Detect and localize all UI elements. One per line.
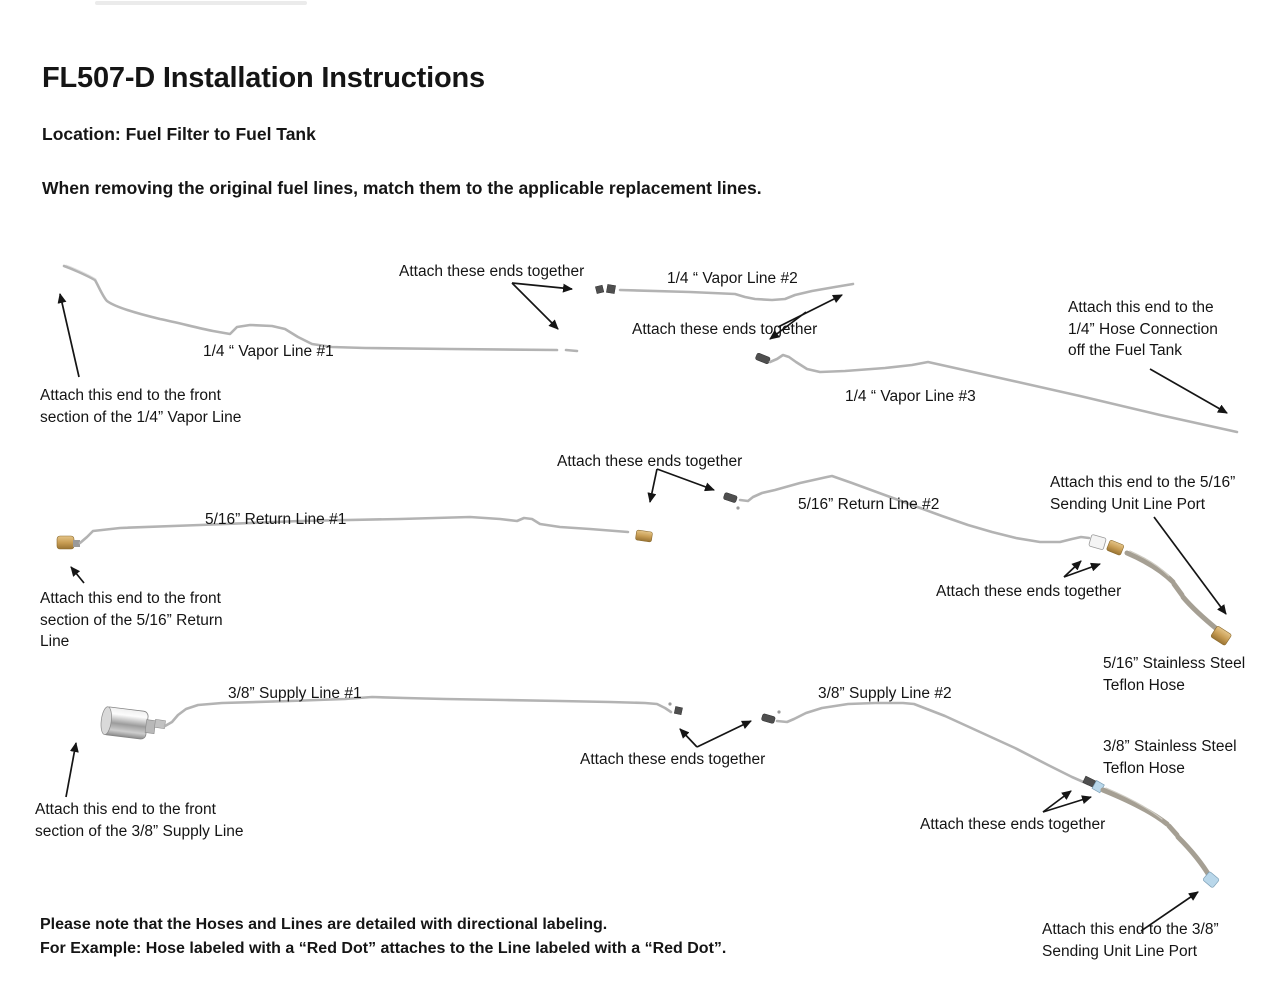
return-line-2-fitting [723, 492, 738, 503]
fitting-dot [668, 702, 672, 706]
hose-516-end-fitting [1210, 626, 1232, 646]
label-sending-unit-516-note: Attach this end to the 5/16” Sending Uni… [1050, 474, 1236, 513]
label-supply-line-2: 3/8” Supply Line #2 [818, 685, 952, 702]
stainless-hose-38 [1100, 787, 1220, 888]
return-line-1-brass-fitting [56, 535, 75, 550]
page-title: FL507-D Installation Instructions [42, 62, 485, 94]
hose-38-end-fitting [1203, 871, 1220, 888]
hose-516-nut [1088, 534, 1107, 550]
label-return-line-2: 5/16” Return Line #2 [798, 496, 940, 513]
hose-516-band [1171, 581, 1185, 598]
scanned-header-artifact [95, 1, 307, 5]
return-line-2 [723, 474, 1124, 556]
vapor-line-3 [755, 352, 1239, 434]
label-supply-front-note: Attach this end to the front section of … [35, 801, 244, 840]
label-attach-return-mid: Attach these ends together [557, 453, 743, 470]
footer-note: Please note that the Hoses and Lines are… [40, 913, 726, 960]
instruction-line: When removing the original fuel lines, m… [42, 178, 762, 198]
return-line-1-fitting-tip [73, 540, 80, 547]
label-vapor-line-3: 1/4 “ Vapor Line #3 [845, 388, 976, 405]
footer-note-line1: Please note that the Hoses and Lines are… [40, 916, 608, 933]
supply-line-2 [761, 701, 1105, 794]
return-line-1 [56, 515, 653, 550]
label-attach-supply-right: Attach these ends together [920, 816, 1106, 833]
fitting-dot [777, 710, 781, 714]
label-hose-38: 3/8” Stainless Steel Teflon Hose [1103, 738, 1237, 777]
fitting-dot [736, 506, 740, 510]
label-return-line-1: 5/16” Return Line #1 [205, 511, 347, 528]
label-sending-unit-38-note: Attach this end to the 3/8” Sending Unit… [1042, 921, 1219, 960]
vapor-line-2-end-fitting [606, 284, 616, 294]
fuel-filter [100, 706, 156, 740]
supply-line-1-end-fitting [673, 706, 683, 716]
annotation-arrows [57, 282, 1228, 932]
label-attach-vapor-right: Attach these ends together [632, 321, 818, 338]
vapor-line-2-end-fitting [595, 284, 605, 294]
label-vapor-line-1: 1/4 “ Vapor Line #1 [203, 343, 334, 360]
label-tank-connection-note: Attach this end to the 1/4” Hose Connect… [1068, 299, 1218, 359]
hose-516-brass-fitting [1106, 540, 1124, 556]
footer-note-line2: For Example: Hose labeled with a “Red Do… [40, 939, 727, 957]
label-hose-516: 5/16” Stainless Steel Teflon Hose [1103, 655, 1246, 694]
stainless-hose-516 [1124, 550, 1232, 646]
label-attach-supply-mid: Attach these ends together [580, 751, 766, 768]
return-line-1-brass-fitting [635, 529, 653, 543]
filter-outlet-fitting [154, 719, 166, 729]
hose-38-band [1166, 823, 1180, 838]
location-line: Location: Fuel Filter to Fuel Tank [42, 124, 316, 144]
label-attach-return-right: Attach these ends together [936, 583, 1122, 600]
vapor-line-3-fitting [755, 352, 771, 364]
label-vapor-line-2: 1/4 “ Vapor Line #2 [667, 270, 798, 287]
label-return-front-note: Attach this end to the front section of … [40, 590, 223, 650]
supply-line-1 [100, 695, 683, 740]
label-vapor-front-note: Attach this end to the front section of … [40, 387, 242, 426]
label-supply-line-1: 3/8” Supply Line #1 [228, 685, 362, 702]
label-attach-vapor-mid: Attach these ends together [399, 263, 585, 280]
vapor-line-1 [62, 264, 579, 353]
supply-line-2-fitting [761, 713, 776, 724]
vapor-line-2 [595, 282, 855, 302]
